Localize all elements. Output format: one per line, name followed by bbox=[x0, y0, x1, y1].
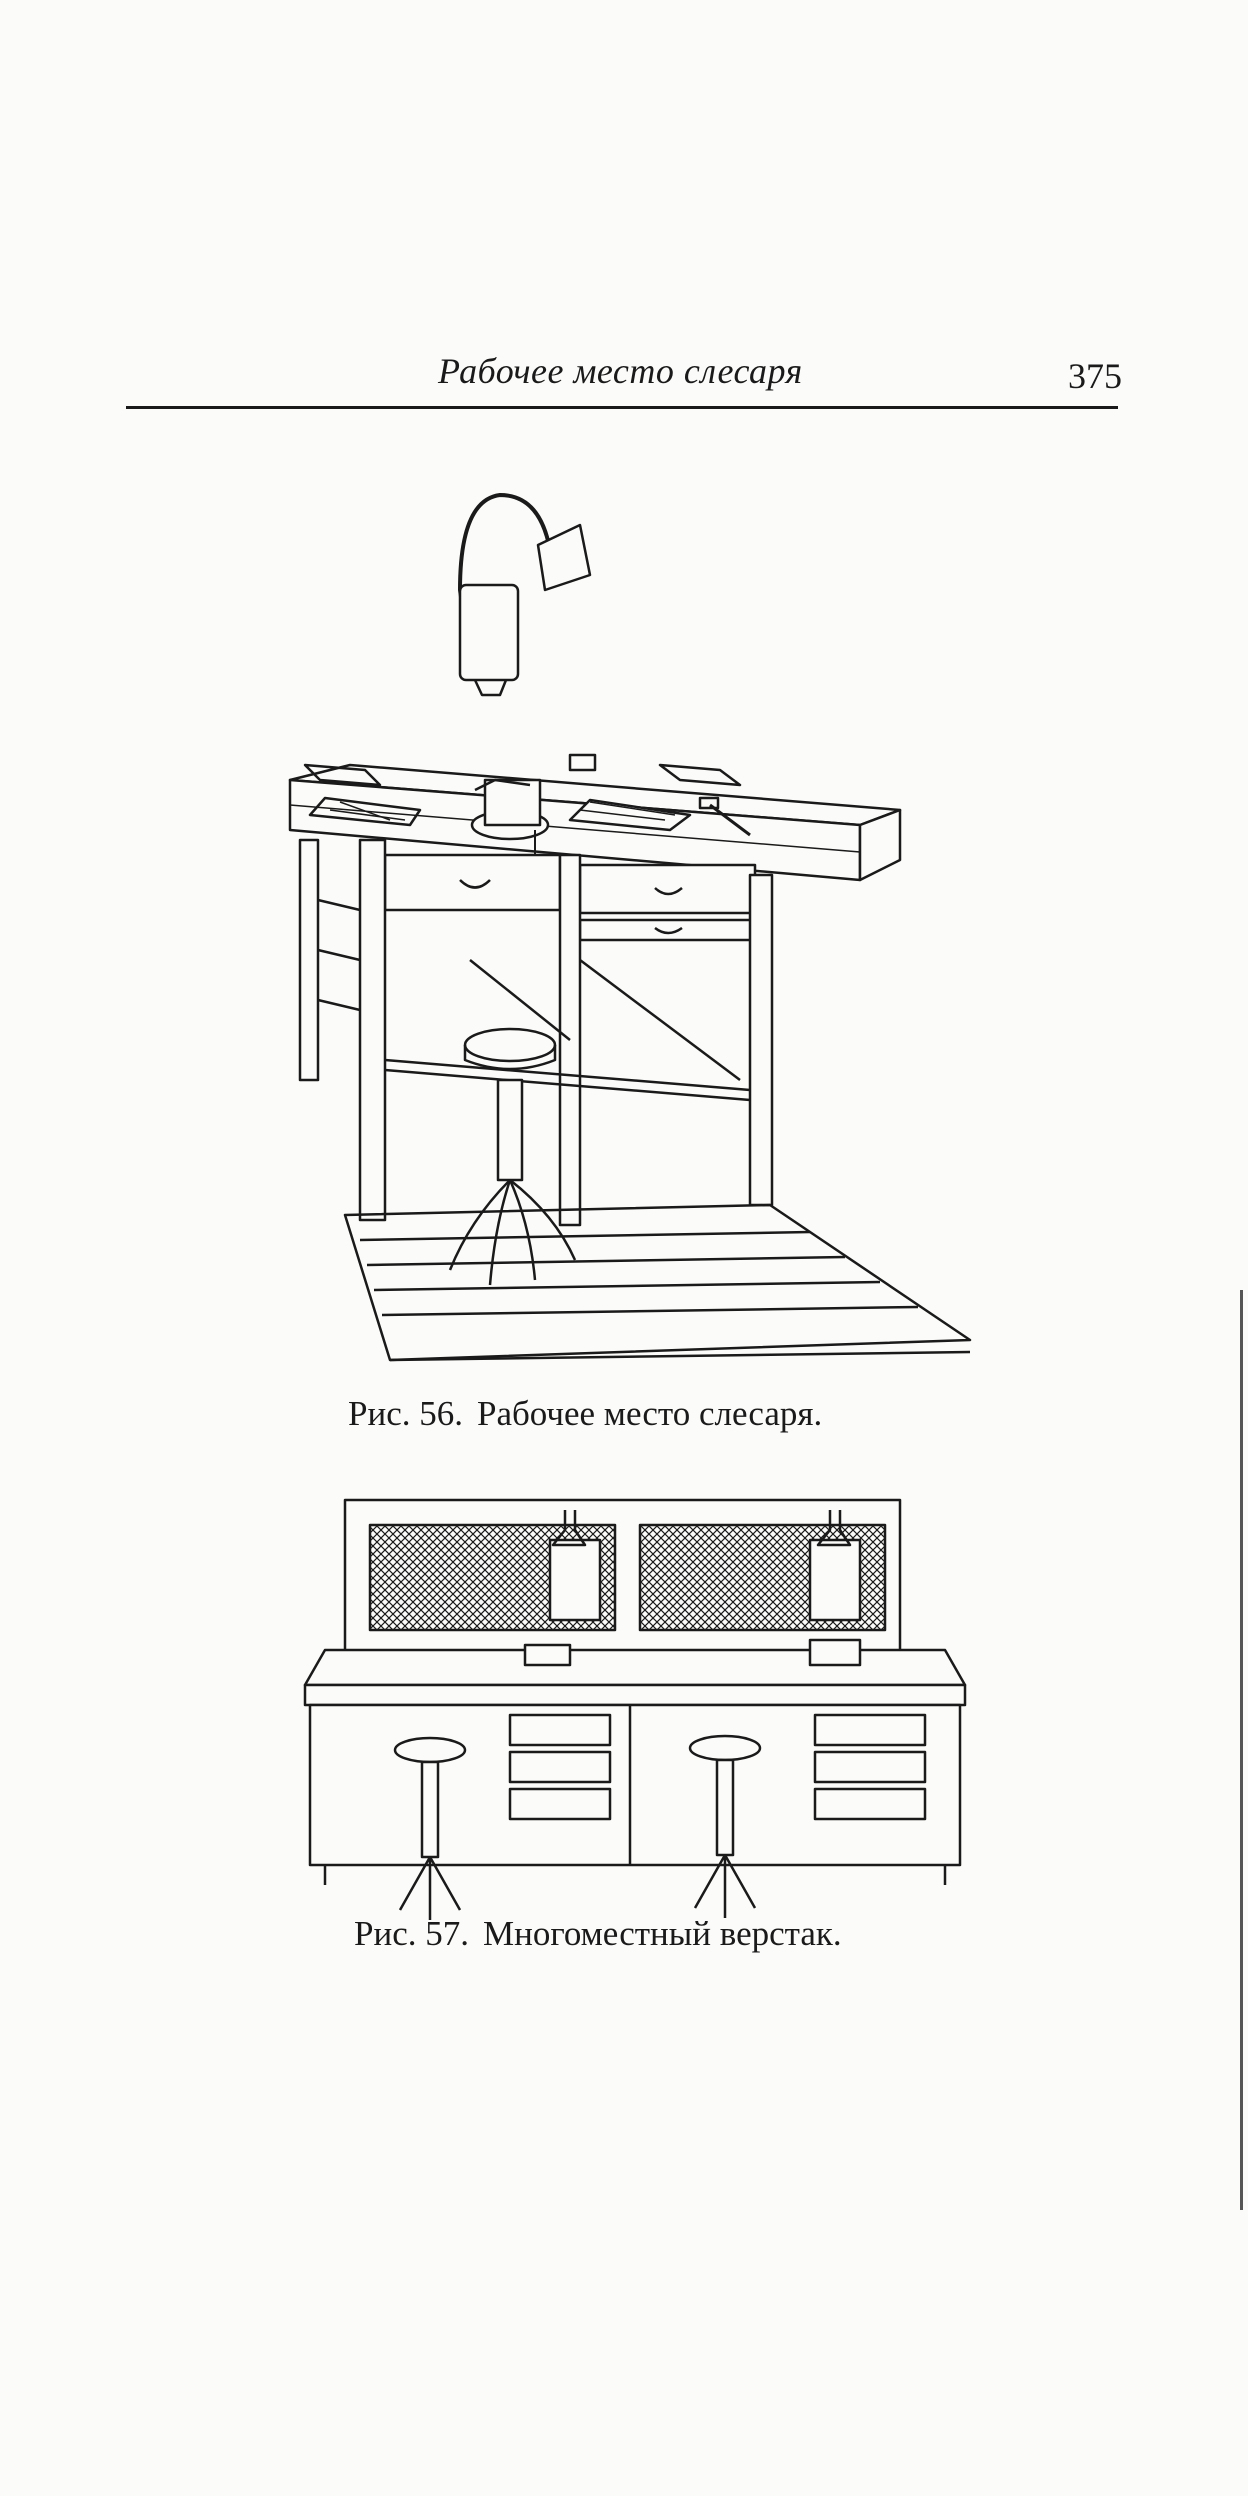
stool-illustration bbox=[450, 1029, 575, 1285]
workbench-frame bbox=[300, 840, 772, 1225]
floor-grate bbox=[345, 1205, 970, 1360]
page-edge-shadow bbox=[1240, 1290, 1243, 2210]
running-header-title: Рабочее место слесаря bbox=[438, 351, 803, 391]
tools-on-top bbox=[305, 755, 750, 870]
figure-57-text: Многоместный верстак. bbox=[482, 1914, 842, 1953]
figure-56-text: Рабочее место слесаря. bbox=[476, 1394, 823, 1433]
figure-57-label: Рис. 57. bbox=[354, 1914, 469, 1953]
header-rule bbox=[126, 406, 1118, 409]
figure-57-caption: Рис. 57. Многоместный верстак. bbox=[354, 1914, 842, 1954]
figure-56-label: Рис. 56. bbox=[348, 1394, 463, 1433]
figure-57-illustration bbox=[285, 1490, 985, 1930]
bench-body bbox=[310, 1705, 960, 1885]
workbench-top bbox=[290, 765, 900, 880]
lamp-illustration bbox=[460, 495, 590, 695]
stools bbox=[395, 1736, 760, 1920]
figure-56-caption: Рис. 56. Рабочее место слесаря. bbox=[348, 1394, 822, 1434]
bench-top bbox=[305, 1640, 965, 1705]
figure-56-illustration bbox=[270, 480, 990, 1370]
page-number: 375 bbox=[1068, 356, 1122, 396]
